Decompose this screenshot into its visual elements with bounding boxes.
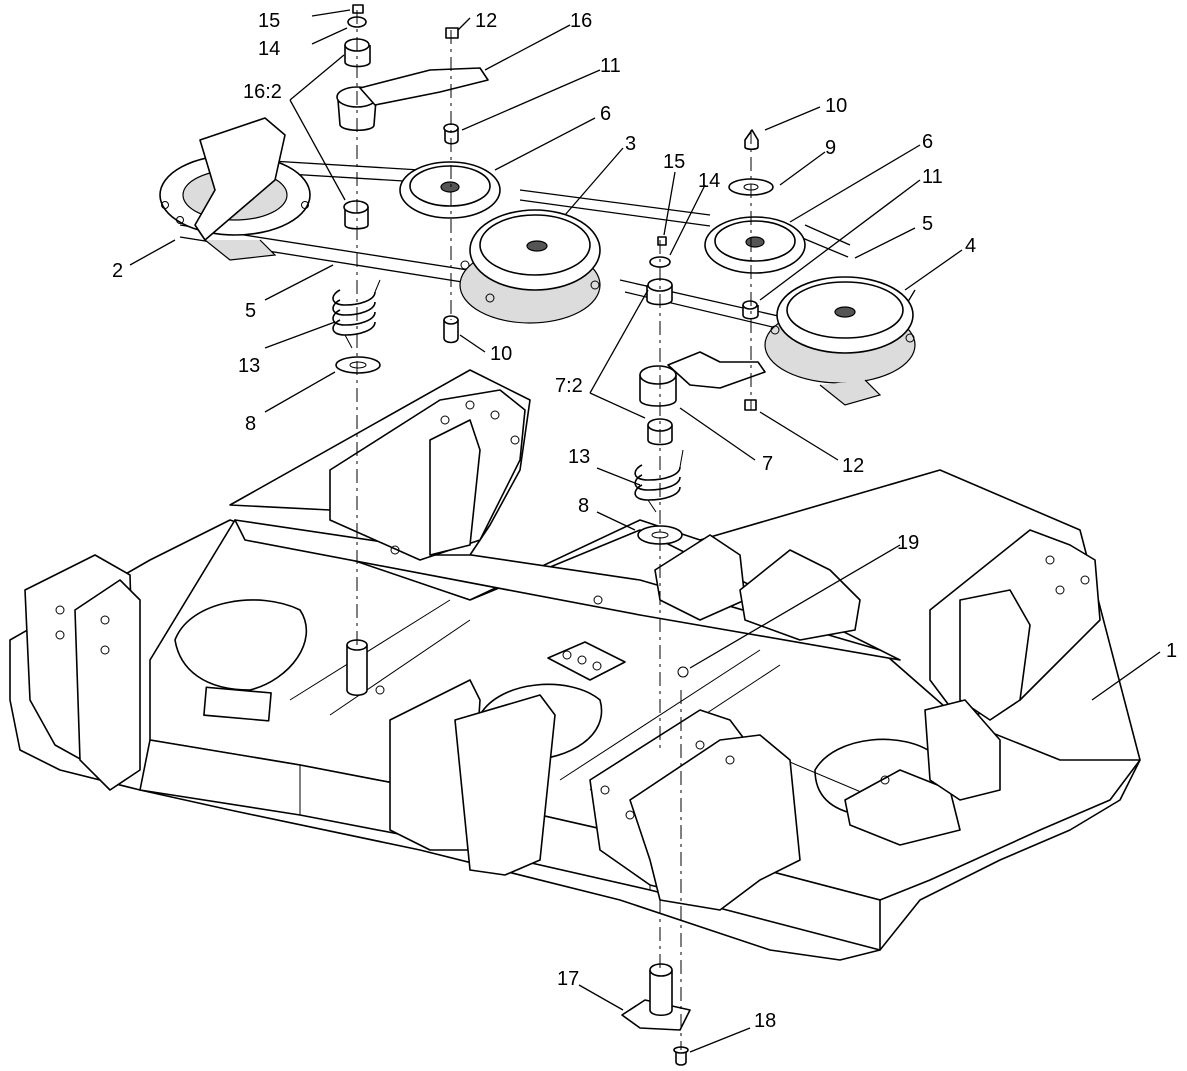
callout-15: 15 <box>258 10 280 32</box>
callout-17: 17 <box>557 968 579 990</box>
idler-pulley-right <box>704 216 806 274</box>
callout-8: 8 <box>578 495 589 517</box>
callout-2: 2 <box>112 260 123 282</box>
left-idler-arm-stack <box>336 4 489 230</box>
callout-3: 3 <box>625 133 636 155</box>
idler-pulley-left <box>399 161 501 219</box>
callout-7-2: 7:2 <box>555 375 583 397</box>
callout-12: 12 <box>475 10 497 32</box>
callout-5: 5 <box>922 213 933 235</box>
callout-15: 15 <box>663 151 685 173</box>
callout-11: 11 <box>922 166 943 188</box>
belt-6 <box>254 159 851 258</box>
right-spindle-pulley <box>764 276 916 406</box>
callout-5: 5 <box>245 300 256 322</box>
callout-14: 14 <box>258 38 280 60</box>
right-idler-arm-stack <box>634 129 774 545</box>
callout-13: 13 <box>568 446 590 468</box>
callout-labels: 15 14 16:2 12 16 11 6 3 15 14 10 9 6 11 … <box>112 10 1177 1032</box>
mower-deck <box>9 369 1141 961</box>
callout-18: 18 <box>754 1010 776 1032</box>
callout-10: 10 <box>825 95 847 117</box>
callout-16: 16 <box>570 10 592 32</box>
callout-9: 9 <box>825 137 836 159</box>
callout-16-2: 16:2 <box>243 81 282 103</box>
callout-8: 8 <box>245 413 256 435</box>
callout-6: 6 <box>600 103 611 125</box>
center-spindle-pulley <box>459 209 601 324</box>
callout-11: 11 <box>600 55 621 77</box>
callout-14: 14 <box>698 170 720 192</box>
callout-13: 13 <box>238 355 260 377</box>
callout-7: 7 <box>762 453 773 475</box>
callout-6: 6 <box>922 131 933 153</box>
belt-5 <box>179 224 916 344</box>
bottom-spindle-housing <box>621 963 691 1066</box>
callout-1: 1 <box>1166 640 1177 662</box>
callout-10: 10 <box>490 343 512 365</box>
left-spring-stack <box>332 279 459 374</box>
callout-leaders <box>129 9 1161 1053</box>
drive-belts <box>179 159 916 344</box>
assembly-centerlines <box>356 10 752 1050</box>
callout-19: 19 <box>897 532 919 554</box>
left-pulley-assembly <box>159 117 311 261</box>
callout-4: 4 <box>965 235 976 257</box>
callout-12: 12 <box>842 455 864 477</box>
